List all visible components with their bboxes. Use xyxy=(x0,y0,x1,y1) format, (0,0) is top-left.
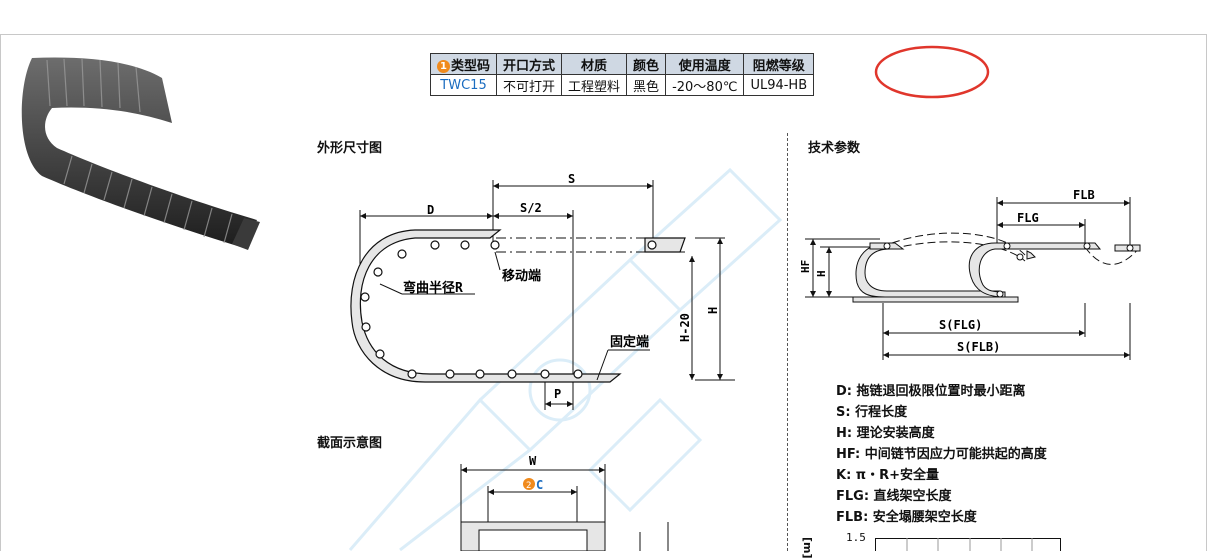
dim-label-bend-radius: 弯曲半径R xyxy=(403,280,463,296)
param-item: K: π・R+安全量 xyxy=(836,468,939,483)
param-item: FLG: 直线架空长度 xyxy=(836,489,952,504)
tech-label-s-flg: S(FLG) xyxy=(939,318,982,332)
section-badge-number: 2 xyxy=(526,481,531,491)
dim-label-moving-end: 移动端 xyxy=(502,268,541,284)
dim-label-d: D xyxy=(427,203,434,217)
param-item: HF: 中间链节因应力可能拱起的高度 xyxy=(836,447,1047,462)
highlight-ellipse xyxy=(874,45,990,99)
section-label-w: W xyxy=(529,454,537,468)
cell-type-code[interactable]: TWC15 xyxy=(429,74,498,96)
cell-flame-rating: UL94-HB xyxy=(743,74,815,96)
cell-temperature: -20～80℃ xyxy=(665,74,745,96)
param-item: S: 行程长度 xyxy=(836,405,908,420)
param-item: D: 拖链退回极限位置时最小距离 xyxy=(836,384,1026,399)
param-item: H: 理论安装高度 xyxy=(836,426,935,441)
cell-material: 工程塑料 xyxy=(561,74,628,96)
cell-color: 黑色 xyxy=(626,74,667,96)
tech-label-flg: FLG xyxy=(1017,211,1039,225)
dim-label-fixed-end: 固定端 xyxy=(610,334,649,350)
dimension-drawing-title: 外形尺寸图 xyxy=(317,141,383,156)
section-drawing-title: 截面示意图 xyxy=(317,436,383,451)
tech-params-title: 技术参数 xyxy=(808,141,861,156)
dim-label-h: H xyxy=(706,307,720,314)
header-material: 材质 xyxy=(561,53,628,75)
section-drawing: W 2 C xyxy=(460,454,669,551)
dim-label-p: P xyxy=(554,387,561,401)
number-badge xyxy=(523,478,535,490)
header-color: 颜色 xyxy=(626,53,667,75)
section-label-c: C xyxy=(536,478,543,492)
dim-label-s-half: S/2 xyxy=(520,201,542,215)
column-divider xyxy=(787,133,788,551)
product-image xyxy=(21,57,260,250)
spec-data-row: TWC15 不可打开 工程塑料 黑色 -20～80℃ UL94-HB xyxy=(429,74,815,96)
span-chart xyxy=(875,538,1061,551)
param-item: FLB: 安全塌腰架空长度 xyxy=(836,510,977,525)
tech-label-hf: HF xyxy=(799,260,812,273)
content-frame xyxy=(0,34,1207,551)
tech-label-flb: FLB xyxy=(1073,188,1095,202)
number-badge: 1 xyxy=(437,59,450,73)
header-opening: 开口方式 xyxy=(496,53,563,75)
dimension-drawing: D S S/2 弯曲半径R 移动端 固定端 H-20 H P xyxy=(350,172,735,410)
tech-label-s-flb: S(FLB) xyxy=(957,340,1000,354)
dim-label-s: S xyxy=(568,172,575,186)
tech-label-h: H xyxy=(815,270,828,277)
chart-y-tick: 1.5 xyxy=(846,531,866,544)
header-temperature: 使用温度 xyxy=(665,53,745,75)
header-flame-rating: 阻燃等级 xyxy=(743,53,815,75)
chart-y-unit: [m] xyxy=(801,537,814,559)
tech-params-drawing: FLB FLG HF H S(FLG) S(FLB) xyxy=(799,188,1141,360)
cell-opening: 不可打开 xyxy=(496,74,563,96)
dim-label-h-minus-20: H-20 xyxy=(678,313,692,342)
